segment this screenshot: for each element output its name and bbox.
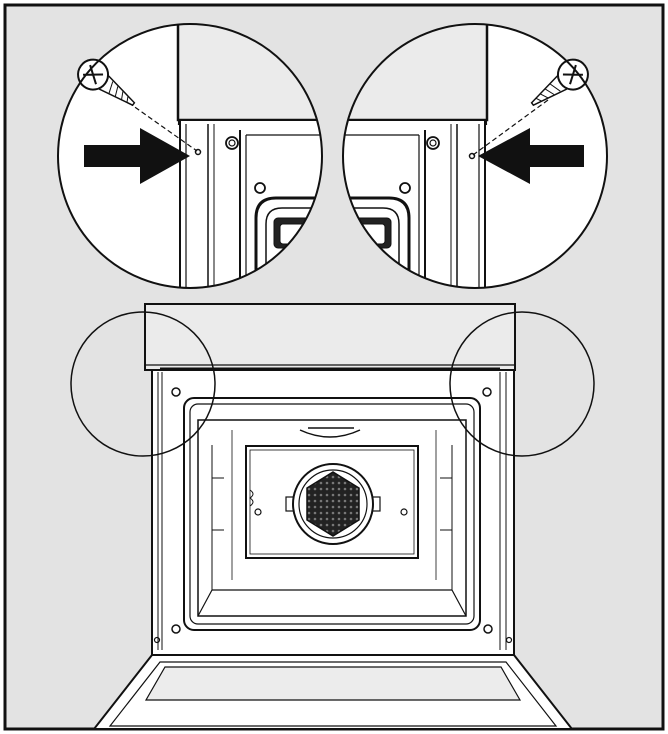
- screw-hole-left: [171, 387, 181, 397]
- fan-panel: [245, 445, 419, 559]
- arrow-right-icon: [84, 128, 190, 184]
- screw-hole-right: [482, 387, 492, 397]
- highlight-circle-right: [449, 311, 595, 457]
- fan-icon: [285, 463, 381, 545]
- oven-top-trim: [144, 303, 516, 371]
- screw-hole-target-left: [194, 148, 202, 156]
- arrow-left-icon: [478, 128, 584, 184]
- detail-right: [342, 23, 608, 289]
- oven: [91, 303, 575, 730]
- oven-door-glass: [144, 666, 522, 701]
- screw-icon: [77, 58, 136, 107]
- highlight-circle-left: [70, 311, 216, 457]
- screw-hole-target-right: [468, 152, 476, 160]
